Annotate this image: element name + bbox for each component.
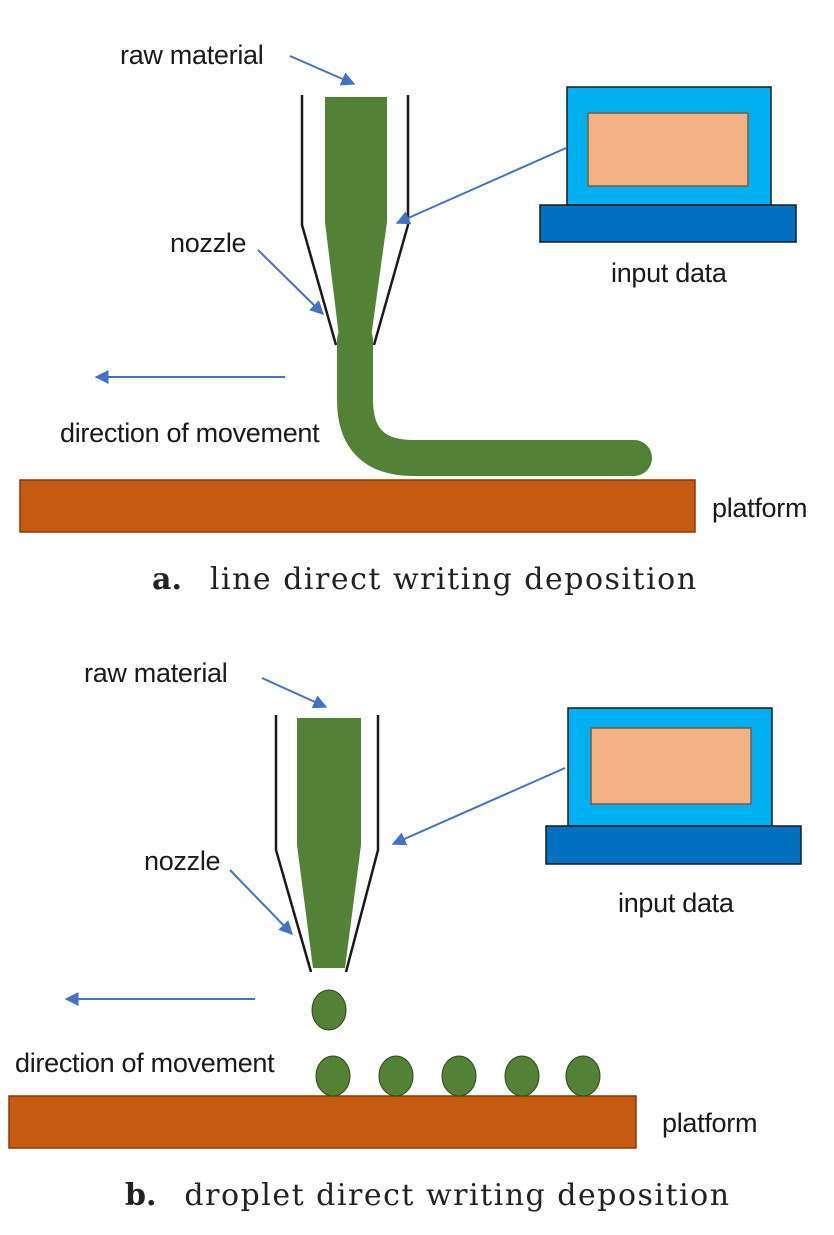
keyboard-base	[539, 204, 797, 243]
nozzle-label: nozzle	[170, 228, 247, 258]
raw-material-arrow	[289, 55, 356, 86]
line-deposition-diagram	[19, 55, 797, 533]
platform-label: platform	[712, 493, 808, 523]
nozzle-wall-left	[274, 715, 313, 973]
direction-label: direction of movement	[60, 418, 320, 448]
monitor-screen	[587, 112, 749, 187]
nozzle-wall-right	[372, 95, 410, 346]
panel-line-deposition: raw material nozzle input data direction…	[0, 0, 834, 610]
input-data-label: input data	[618, 888, 734, 918]
caption-a: a. line direct writing deposition	[152, 562, 698, 597]
droplet-deposition-diagram	[8, 677, 802, 1149]
extruded-filament	[337, 322, 652, 476]
nozzle-wall-left	[300, 95, 338, 346]
platform-bar	[8, 1095, 637, 1149]
raw-material-label: raw material	[120, 40, 264, 70]
input-data-label: input data	[611, 258, 727, 288]
nozzle-arrow	[229, 869, 293, 936]
raw-material-fill	[325, 97, 387, 345]
raw-material-label: raw material	[84, 658, 228, 688]
deposited-droplet	[378, 1055, 414, 1097]
caption-text: droplet direct writing deposition	[184, 1178, 731, 1213]
direction-label: direction of movement	[15, 1048, 275, 1078]
deposited-droplet	[441, 1055, 477, 1097]
panel-droplet-deposition: raw material nozzle input data direction…	[0, 620, 834, 1235]
deposited-droplet	[504, 1055, 540, 1097]
deposited-droplet	[315, 1055, 351, 1097]
caption-letter: b.	[125, 1178, 157, 1213]
keyboard-base	[545, 825, 802, 865]
nozzle-arrow	[257, 249, 324, 315]
caption-letter: a.	[152, 562, 182, 597]
platform-bar	[19, 479, 696, 533]
input-data-arrow	[395, 147, 567, 225]
caption-text: line direct writing deposition	[209, 562, 698, 597]
nozzle-wall-right	[344, 715, 380, 973]
nozzle-label: nozzle	[144, 846, 221, 876]
falling-droplet	[311, 989, 347, 1031]
caption-b: b. droplet direct writing deposition	[125, 1178, 731, 1213]
raw-material-fill	[297, 718, 361, 968]
input-data-arrow	[391, 767, 566, 846]
deposited-droplet	[565, 1055, 601, 1097]
raw-material-arrow	[261, 677, 328, 709]
platform-label: platform	[662, 1108, 758, 1138]
monitor-screen	[590, 727, 752, 805]
